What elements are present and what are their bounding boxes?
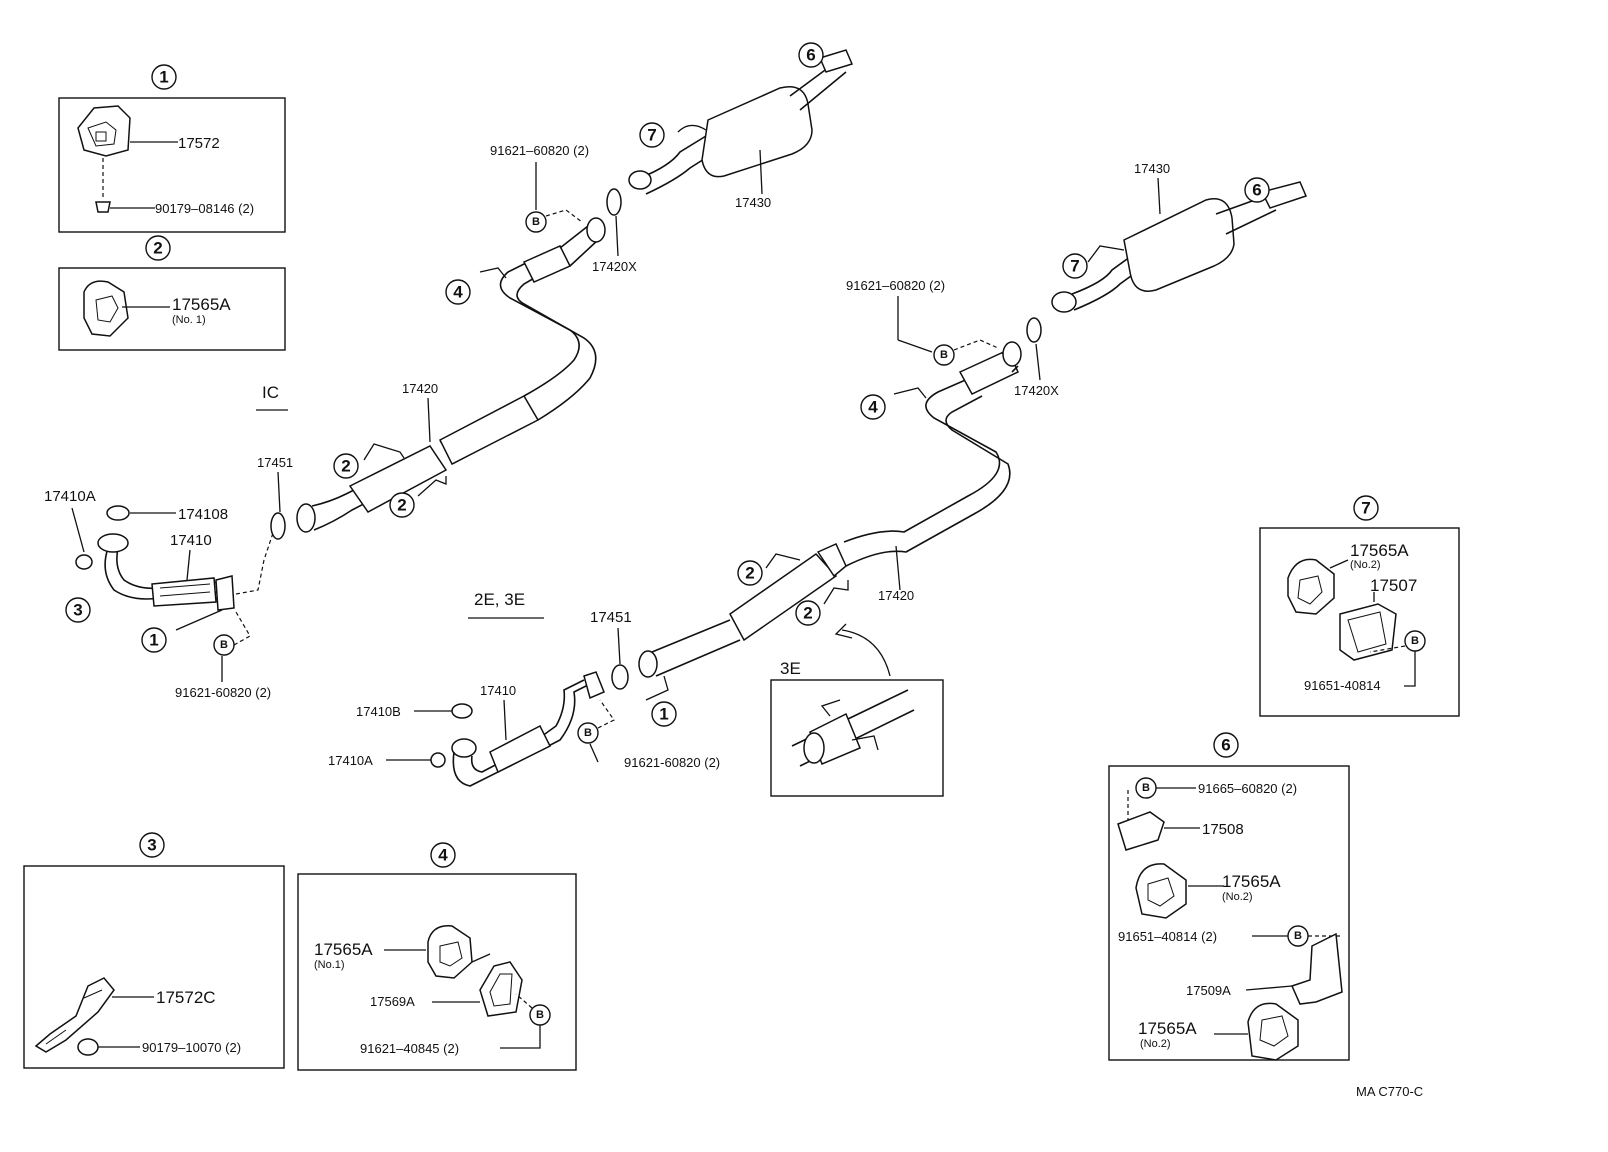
callout-2-2e-lower: 2	[803, 604, 812, 623]
part-91621-ic-bottom-label: 91621-60820 (2)	[175, 685, 271, 700]
part-17451-ic-label: 17451	[257, 455, 293, 470]
part-17410-ic-label: 17410	[170, 532, 212, 549]
part-17420x-2e-label: 17420X	[1014, 383, 1059, 398]
part-17410a-ic-label: 17410A	[44, 488, 96, 505]
detail-box-1: 1 17572 90179–08146 (2)	[58, 64, 286, 233]
part-17410-2e-label: 17410	[480, 683, 516, 698]
callout-4-title: 4	[438, 846, 448, 865]
detail-box-7: 7 17565A (No.2) 17507 B 91651-40814	[1259, 495, 1460, 717]
part-17410b-ic-label: 174108	[178, 506, 228, 523]
detail-box-2: 2 17565A (No. 1)	[58, 235, 286, 351]
part-17507-label: 17507	[1370, 576, 1417, 595]
part-90179-10070-label: 90179–10070 (2)	[142, 1040, 241, 1055]
callout-6-title: 6	[1221, 736, 1230, 755]
ic-muffler-17430: 7 6 17430	[628, 42, 854, 210]
part-91621-ic-top-label: 91621–60820 (2)	[490, 143, 589, 158]
ic-front-pipe-assembly: 17410A 174108 17410 3 1 B 91621-60820 (2…	[44, 488, 275, 700]
no2-6a-note: (No.2)	[1222, 891, 1253, 903]
bolt-b-box6-mid: B	[1294, 930, 1302, 942]
ic-variant-label: IC	[262, 383, 279, 402]
part-17410a-2e-label: 17410A	[328, 753, 373, 768]
3e-inset-label: 3E	[780, 659, 801, 678]
no2-6b-note: (No.2)	[1140, 1038, 1171, 1050]
callout-4-ic: 4	[453, 283, 463, 302]
part-17451-2e-label: 17451	[590, 609, 632, 626]
part-17565a-no2-7-label: 17565A	[1350, 541, 1409, 560]
part-91665-label: 91665–60820 (2)	[1198, 781, 1297, 796]
3e-inset: 3E	[770, 623, 944, 797]
callout-1-ic: 1	[149, 631, 158, 650]
callout-1-title: 1	[159, 68, 168, 87]
part-17565a-no1-label-a: 17565A	[172, 295, 231, 314]
2e-gasket-17451: 17451	[590, 609, 632, 690]
bolt-b-ic-rear: B	[532, 216, 540, 228]
part-17508-label: 17508	[1202, 821, 1244, 838]
detail-box-3: 3 17572C 90179–10070 (2)	[23, 832, 285, 1069]
detail-box-4: 4 17565A (No.1) 17569A B 91621–40845 (2)	[297, 842, 577, 1071]
2e-muffler-17430: 7 6 17430	[1051, 161, 1308, 313]
part-17430-ic-label: 17430	[735, 195, 771, 210]
2e-front-pipe-assembly: 17410B 17410A 17410 B 91621-60820 (2)	[328, 671, 720, 787]
bolt-b-2e-rear: B	[940, 349, 948, 361]
2e-center-pipe-17420: 17420 2 2 1 4	[638, 341, 1022, 727]
callout-7-2e: 7	[1070, 257, 1079, 276]
callout-6-ic: 6	[806, 46, 815, 65]
hanger-17572-part	[77, 105, 131, 157]
part-17565a-no2-6a-label: 17565A	[1222, 872, 1281, 891]
callout-3-title: 3	[147, 836, 156, 855]
part-17420-ic-label: 17420	[402, 381, 438, 396]
part-91651-6-label: 91651–40814 (2)	[1118, 929, 1217, 944]
ic-center-pipe-17420: 17420 2 2 4	[296, 217, 606, 533]
diagram-code: MA C770-C	[1356, 1084, 1423, 1099]
2e-rear-joint: 91621–60820 (2) B 17420X	[846, 278, 1059, 398]
bolt-90179-part	[95, 201, 111, 213]
callout-2-ic-lower: 2	[397, 496, 406, 515]
callout-3-ic: 3	[73, 601, 82, 620]
callout-6-2e: 6	[1252, 181, 1261, 200]
part-91621-40845-label: 91621–40845 (2)	[360, 1041, 459, 1056]
2e-3e-variant-label: 2E, 3E	[474, 590, 525, 609]
part-17572-label: 17572	[178, 135, 220, 152]
bolt-b-box7: B	[1411, 635, 1419, 647]
part-17410b-2e-label: 17410B	[356, 704, 401, 719]
rubber-insulator-no1-part	[83, 280, 129, 337]
part-17569a-label: 17569A	[370, 994, 415, 1009]
part-91651-7-label: 91651-40814	[1304, 678, 1381, 693]
part-91621-2e-bottom-label: 91621-60820 (2)	[624, 755, 720, 770]
callout-2-2e-upper: 2	[745, 564, 754, 583]
callout-2-ic-upper: 2	[341, 457, 350, 476]
part-90179-08146-label: 90179–08146 (2)	[155, 201, 254, 216]
no2-7-note: (No.2)	[1350, 559, 1381, 571]
callout-1-2e: 1	[659, 705, 668, 724]
bolt-b-2e-front: B	[584, 727, 592, 739]
callout-2-title: 2	[153, 239, 162, 258]
callout-7-ic: 7	[647, 126, 656, 145]
part-17572c-label: 17572C	[156, 988, 216, 1007]
no1-note-a: (No. 1)	[172, 314, 206, 326]
callout-7-title: 7	[1361, 499, 1370, 518]
part-17420-2e-label: 17420	[878, 588, 914, 603]
bolt-b-box4: B	[536, 1009, 544, 1021]
ic-gasket-17451: 17451	[257, 455, 293, 540]
bolt-b-ic-front: B	[220, 639, 228, 651]
part-91621-2e-top-label: 91621–60820 (2)	[846, 278, 945, 293]
callout-4-2e: 4	[868, 398, 878, 417]
bolt-b-box6-top: B	[1142, 782, 1150, 794]
no1-4-note: (No.1)	[314, 959, 345, 971]
detail-box-6: 6 B 91665–60820 (2) 17508 17565A (No.2) …	[1108, 732, 1350, 1061]
part-17420x-ic-label: 17420X	[592, 259, 637, 274]
part-17565a-no1-4-label: 17565A	[314, 940, 373, 959]
part-17509a-label: 17509A	[1186, 983, 1231, 998]
ic-rear-joint: 91621–60820 (2) B 17420X	[490, 143, 637, 274]
part-17565a-no2-6b-label: 17565A	[1138, 1019, 1197, 1038]
part-17430-2e-label: 17430	[1134, 161, 1170, 176]
